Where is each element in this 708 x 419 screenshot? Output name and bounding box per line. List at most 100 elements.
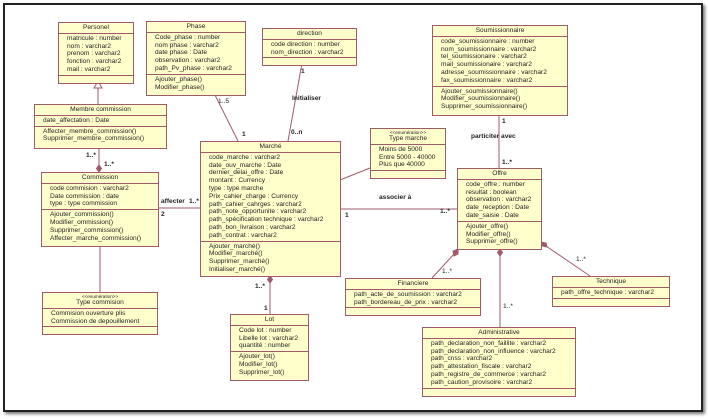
class-header: Technique xyxy=(553,277,669,288)
attribute: path_cnss : varchar2 xyxy=(431,355,493,363)
class-name: Lot xyxy=(264,316,275,323)
attribute: quantité : number xyxy=(239,342,291,350)
operation: Modifier_lot() xyxy=(239,360,278,368)
class-name: direction xyxy=(297,30,322,37)
attribute: path_cahier_cahrges : varchar2 xyxy=(209,200,302,208)
operation: Supprimer_commission() xyxy=(50,226,124,234)
attribute: fax_soumissionnaire : varchar2 xyxy=(441,76,533,84)
attribute: observation : varchar2 xyxy=(155,57,221,65)
attribute: Code lot : number xyxy=(239,326,292,334)
association-name-associer: associer à xyxy=(379,194,412,201)
association-name-initialiser: Initialiser xyxy=(292,95,321,102)
attribute: Entre 5000 - 40000 xyxy=(379,153,436,161)
class-name: Financiere xyxy=(397,280,429,287)
attribute: prenom : varchar2 xyxy=(67,50,121,58)
class-attributes: date_affectation : Date xyxy=(35,116,166,127)
class-header: Membre commission xyxy=(35,105,166,116)
class-header: Soumissionnaire xyxy=(433,26,567,37)
operation: Ajouter_marché() xyxy=(209,242,260,250)
operation: Modifier_marché() xyxy=(209,250,263,258)
attribute: fonction : varchar2 xyxy=(67,58,122,66)
operation: Affecter_marche_commission() xyxy=(50,234,142,242)
class-operations xyxy=(346,308,480,315)
multiplicity-label: 1..5 xyxy=(218,98,229,105)
composition-diamond-icon xyxy=(452,248,459,257)
class-header: <<enumération>>Type marche xyxy=(371,129,445,145)
attribute: code commision : varchar2 xyxy=(50,184,129,192)
attribute: nom phase : varchar2 xyxy=(155,41,219,49)
class-header: direction xyxy=(263,29,356,40)
multiplicity-label: 1..* xyxy=(189,198,199,205)
class-financiere[interactable]: Financiere path_acte_de_soumission : varc… xyxy=(345,278,481,317)
attribute: Code_phase : number xyxy=(155,33,221,41)
attribute: date phase : Date xyxy=(155,49,208,57)
class-header: Lot xyxy=(231,315,308,326)
attribute: adresse_soumissionnaire : varchar2 xyxy=(441,68,547,76)
attribute: resultat : boolean xyxy=(466,188,517,196)
operation: Modifier_phase() xyxy=(155,83,205,91)
class-operations xyxy=(263,58,356,65)
multiplicity-label: 1..* xyxy=(255,283,265,290)
attribute: Moins de 5000 xyxy=(379,145,423,153)
attribute: date_reception : Date xyxy=(466,204,530,212)
marche-typemarche-line xyxy=(339,167,371,181)
operation: Ajouter_offre() xyxy=(466,222,509,230)
class-operations xyxy=(423,389,575,396)
class-name: Personel xyxy=(82,24,110,31)
operation: Affecter_membre_commission() xyxy=(43,127,137,135)
multiplicity-label: 1 xyxy=(264,305,268,312)
multiplicity-label: 1..* xyxy=(442,268,452,275)
attribute: code_offre : number xyxy=(466,180,525,188)
attribute: mail : varchar2 xyxy=(67,65,111,73)
offre-financiere-line xyxy=(431,253,455,279)
attribute: montant : Currency xyxy=(209,177,266,185)
multiplicity-label: 2 xyxy=(161,211,165,218)
class-operations: Affecter_membre_commission()Supprimer_me… xyxy=(35,127,166,145)
operation: Modifier_offre() xyxy=(466,230,511,238)
attribute: path_declaration_non_faillite : varchar2 xyxy=(431,339,547,347)
class-operations: Ajouter_phase()Modifier_phase() xyxy=(147,75,245,93)
operation: Modifier_ommission() xyxy=(50,218,114,226)
class-name: Marché xyxy=(259,143,282,150)
attribute: date_affectation : Date xyxy=(43,116,110,124)
attribute: path_Pv_phase : varchar2 xyxy=(155,64,232,72)
class-stereotype: <<enumération>> xyxy=(389,130,427,135)
class-header: Marché xyxy=(201,142,340,153)
attribute: observation : varchar2 xyxy=(466,196,532,204)
attribute: code_marche : varchar2 xyxy=(209,153,281,161)
class-operations xyxy=(553,299,669,306)
class-name: Soumissionnaire xyxy=(475,27,525,34)
operation: Supprimer_offre() xyxy=(466,238,518,246)
class-operations xyxy=(43,327,157,334)
operation: Supprimer_lot() xyxy=(239,368,285,376)
attribute: path_bordereau_de_prix : varchar2 xyxy=(354,298,458,306)
attribute: matricule : number xyxy=(67,34,122,42)
multiplicity-label: 1 xyxy=(301,68,305,75)
class-attributes: path_offre_technique : varchar2 xyxy=(553,288,669,299)
composition-diamond-icon xyxy=(496,248,504,257)
class-operations: Ajouter_soumissionnaire()Modifier_soumis… xyxy=(433,87,567,112)
class-attributes: path_declaration_non_faillite : varchar2… xyxy=(423,339,575,389)
class-name: Type commision xyxy=(76,299,124,306)
